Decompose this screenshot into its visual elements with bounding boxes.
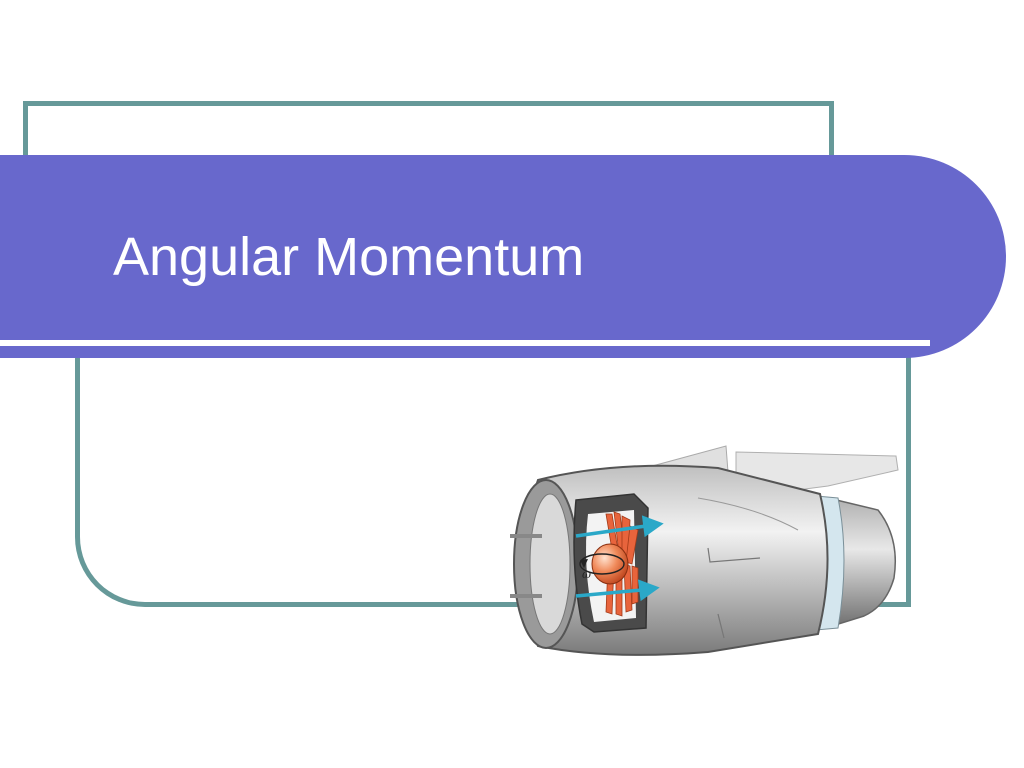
airflow-arrow-icon xyxy=(575,515,664,602)
title-underline xyxy=(0,340,930,346)
jet-engine-illustration: ω xyxy=(510,445,899,656)
nose-cone xyxy=(591,543,629,585)
slide-title: Angular Momentum xyxy=(113,227,585,287)
title-bar xyxy=(0,155,1006,358)
frame-outline-bottom xyxy=(75,330,911,607)
intake xyxy=(510,479,579,649)
omega-label: ω xyxy=(582,568,591,581)
frame-outline-top xyxy=(23,101,834,186)
rotation-arrow-icon xyxy=(579,553,625,575)
